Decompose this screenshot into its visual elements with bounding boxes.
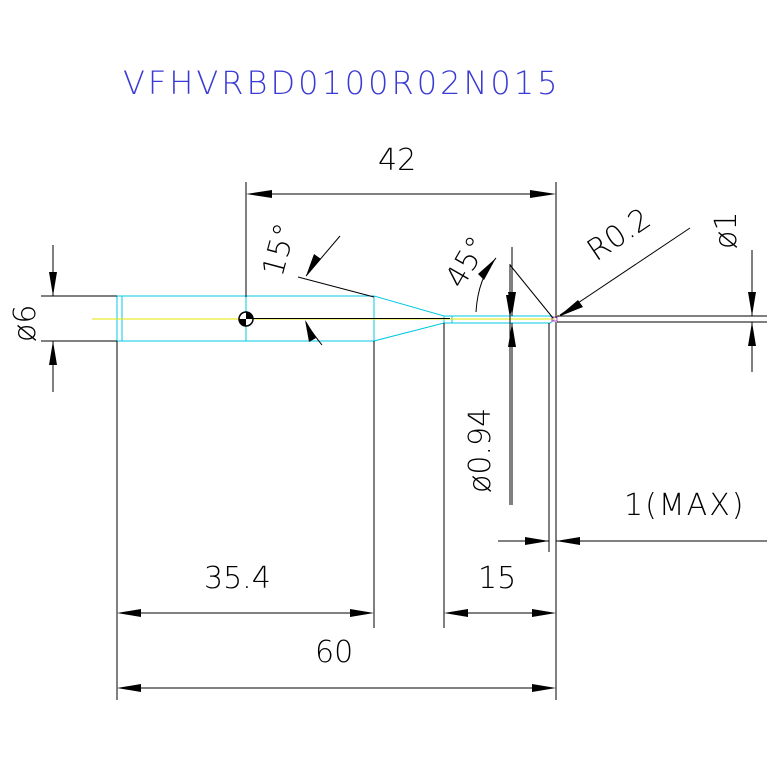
- dim-shank-diameter: ø6: [8, 245, 117, 392]
- dim-shank-diameter-label: ø6: [8, 305, 43, 342]
- dim-angle-15-label: 15°: [256, 220, 304, 280]
- dim-35-4-label: 35.4: [204, 561, 271, 596]
- dim-35-4: 35.4: [117, 561, 374, 617]
- dim-42-label: 42: [378, 143, 416, 178]
- reference-point: [238, 311, 254, 327]
- dim-angle-45-label: 45°: [439, 230, 496, 294]
- dim-flat-length: 1(MAX): [498, 488, 767, 545]
- dim-15: 15: [444, 561, 556, 617]
- dim-60: 60: [117, 635, 556, 692]
- part-number-title: VFHVRBD0100R02N015: [123, 64, 560, 102]
- dim-neck-diameter-label: ø0.94: [463, 408, 498, 493]
- dim-flat-length-label: 1(MAX): [624, 488, 745, 523]
- dim-tip-diameter: ø1: [557, 212, 767, 372]
- dim-corner-radius: R0.2: [558, 201, 691, 317]
- dim-tip-diameter-label: ø1: [709, 212, 744, 249]
- dim-neck-diameter: ø0.94: [463, 247, 516, 505]
- dim-42: 42: [245, 143, 557, 318]
- dim-15-label: 15: [478, 561, 516, 596]
- dim-angle-15: 15°: [256, 220, 375, 346]
- dim-corner-radius-label: R0.2: [581, 201, 657, 268]
- dim-60-label: 60: [315, 635, 353, 670]
